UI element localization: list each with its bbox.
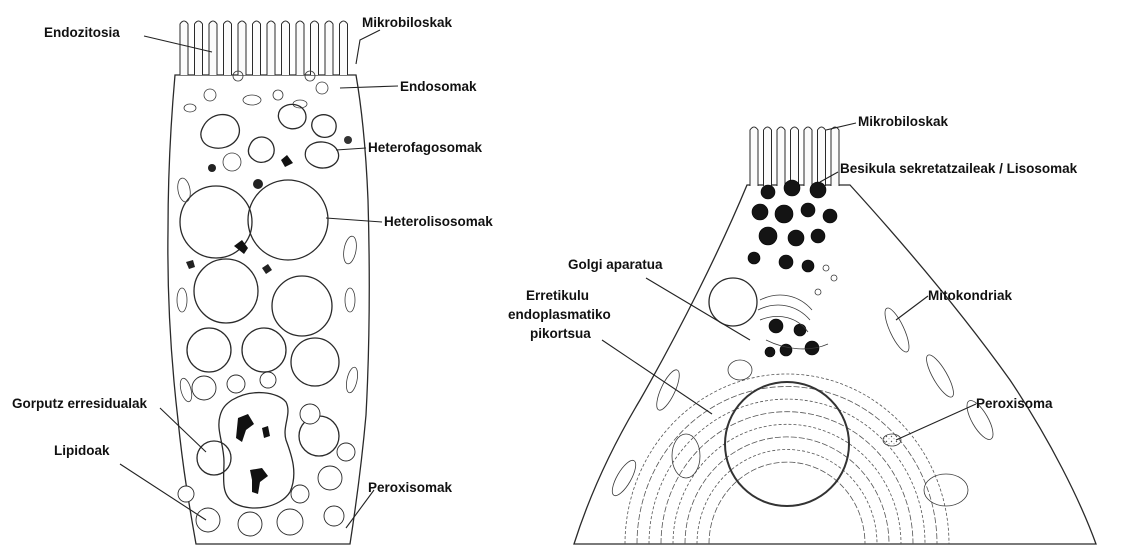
microvillus [238,21,246,75]
left-endosomes [184,71,328,112]
lipid-droplet [337,443,355,461]
left-heterophagosomes [201,104,352,189]
left-residual-bodies [187,328,339,475]
right-cell [574,127,1096,544]
label-gorputz-erresidualak: Gorputz erresidualak [12,396,148,411]
left-nucleus [219,393,294,508]
microvillus [325,21,333,75]
secretory-vesicle [801,203,815,217]
secretory-vesicle [784,180,800,196]
left-mitochondria [176,177,360,403]
secretory-vesicle [769,319,783,333]
right-cell-membrane [574,185,1096,544]
lipid-droplet [291,485,309,503]
rer-lamella [685,437,889,544]
lipid-droplet [318,466,342,490]
lipid-droplet [260,372,276,388]
label-heterolisosomak: Heterolisosomak [384,214,493,229]
lipid-droplet [178,486,194,502]
microvillus [224,21,232,75]
right-rough-er [625,374,949,544]
secretory-vesicle [823,209,837,223]
microvillus [209,21,217,75]
right-golgi [709,265,837,349]
labels: Endozitosia Mikrobiloskak Endosomak Hete… [12,15,1078,495]
lipid-droplet [277,509,303,535]
left-heterolysosomes [180,180,332,336]
microvillus [777,127,785,186]
microvillus [764,127,772,186]
label-mikrobiloskak-right: Mikrobiloskak [858,114,949,129]
microvillus [750,127,758,186]
microvillus [180,21,188,75]
microvillus [253,21,261,75]
microvillus [340,21,348,75]
label-erretikulu-line3: pikortsua [530,326,591,341]
secretory-vesicle [788,230,804,246]
secretory-vesicle [779,255,793,269]
right-microvilli [750,127,839,186]
label-golgi-aparatua: Golgi aparatua [568,257,663,272]
secretory-vesicle [794,324,806,336]
label-peroxisomak: Peroxisomak [368,480,453,495]
label-erretikulu-line2: endoplasmatiko [508,307,611,322]
right-secretory-vesicles [748,180,837,357]
lipid-droplet [196,508,220,532]
microvillus [311,21,319,75]
label-mikrobiloskak-left: Mikrobiloskak [362,15,453,30]
microvillus [282,21,290,75]
label-erretikulu-line1: Erretikulu [526,288,589,303]
microvillus [296,21,304,75]
rer-lamella [661,412,913,544]
secretory-vesicle [802,260,814,272]
left-microvilli [180,21,348,75]
secretory-vesicle [761,185,775,199]
label-endosomak: Endosomak [400,79,477,94]
right-nucleus [725,382,849,506]
microvillus [818,127,826,186]
label-besikula-sekretatzaileak: Besikula sekretatzaileak / Lisosomak [840,161,1078,176]
secretory-vesicle [810,182,826,198]
rer-lamella [649,399,925,544]
label-endozitosia: Endozitosia [44,25,120,40]
lipid-droplet [300,404,320,424]
secretory-vesicle [748,252,760,264]
secretory-vesicle [811,229,825,243]
label-mitokondriak: Mitokondriak [928,288,1012,303]
lipid-droplet [192,376,216,400]
secretory-vesicle [752,204,768,220]
rer-lamella [697,450,877,545]
microvillus [791,127,799,186]
label-lipidoak: Lipidoak [54,443,110,458]
secretory-vesicle [805,341,819,355]
label-heterofagosomak: Heterofagosomak [368,140,483,155]
lipid-droplet [238,512,262,536]
secretory-vesicle [775,205,793,223]
microvillus [831,127,839,186]
rer-lamella [637,387,937,545]
rer-lamella [673,424,901,544]
microvillus [804,127,812,186]
lipid-droplet [227,375,245,393]
microvillus [267,21,275,75]
secretory-vesicle [765,347,775,357]
label-peroxisoma: Peroxisoma [976,396,1053,411]
lipid-droplet [324,506,344,526]
secretory-vesicle [759,227,777,245]
left-cell [168,21,369,544]
right-peroxisome [883,434,901,446]
